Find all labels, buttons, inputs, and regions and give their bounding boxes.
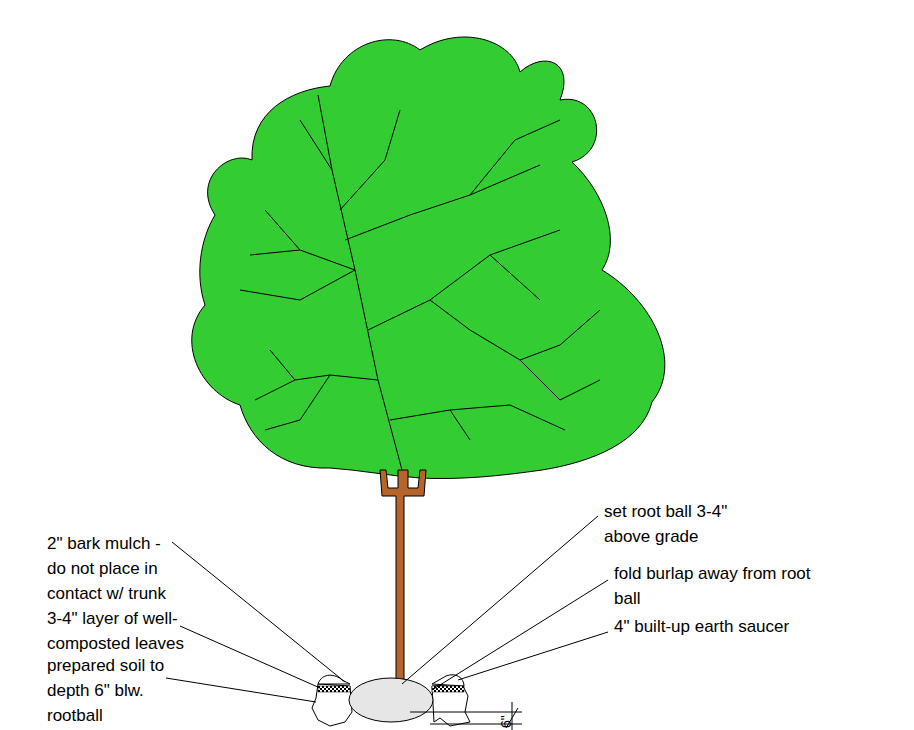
planting-pit bbox=[312, 684, 352, 726]
callout-note: 4" built-up earth saucer bbox=[614, 614, 874, 639]
callout-note: 2" bark mulch - do not place in contact … bbox=[47, 531, 172, 606]
root-ball bbox=[349, 678, 433, 722]
crown-branches bbox=[240, 95, 600, 470]
mulch-layer bbox=[318, 686, 350, 692]
leader-lines bbox=[166, 516, 608, 702]
earth-saucer bbox=[318, 675, 350, 684]
callout-note: set root ball 3-4" above grade bbox=[604, 499, 754, 549]
callout-note: fold burlap away from root ball bbox=[614, 561, 829, 611]
callout-note: 3-4" layer of well- composted leaves bbox=[47, 606, 187, 656]
tree-crown bbox=[192, 37, 665, 479]
planting-pit bbox=[432, 684, 470, 726]
dimension-text: 6" bbox=[498, 715, 514, 728]
tree-trunk bbox=[380, 470, 426, 690]
dimension-lines bbox=[410, 702, 522, 730]
callout-note: prepared soil to depth 6" blw. rootball bbox=[47, 653, 167, 728]
